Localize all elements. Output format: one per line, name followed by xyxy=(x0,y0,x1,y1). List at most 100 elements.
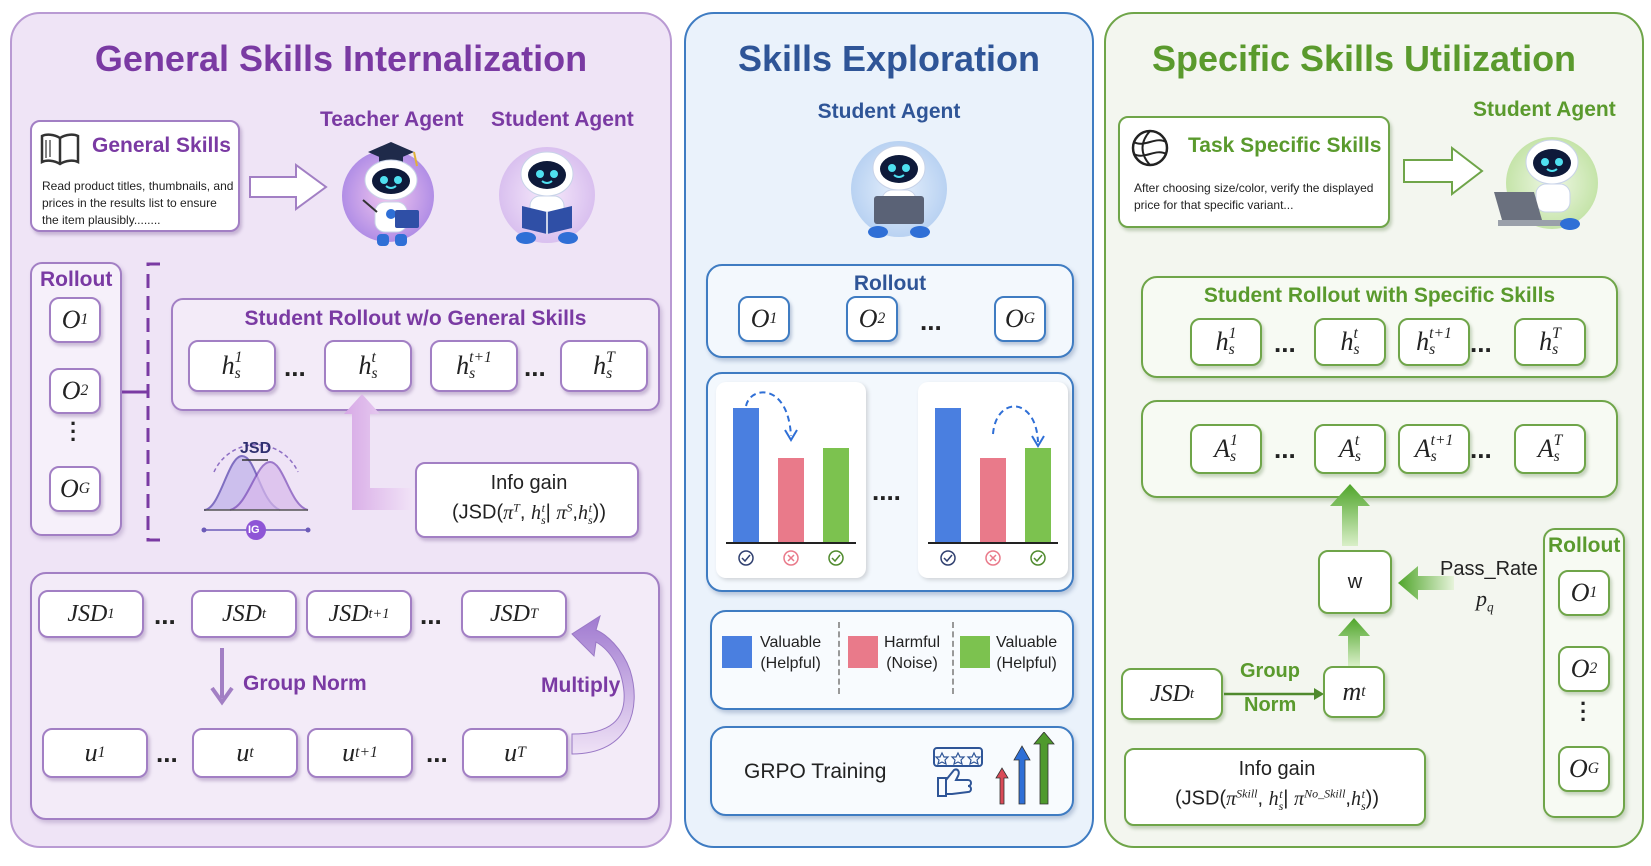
bar-harmful xyxy=(778,458,804,542)
ellipsis: ... xyxy=(920,306,942,336)
hollow-arrow-right-green xyxy=(1403,146,1484,196)
teacher-agent-label: Teacher Agent xyxy=(320,108,464,131)
w-box: w xyxy=(1318,550,1392,614)
ellipsis: ... xyxy=(156,738,178,768)
p2-rollout-label: Rollout xyxy=(853,272,927,295)
pass-rate-label: Pass_Rate xyxy=(1440,558,1538,580)
teacher-robot-icon xyxy=(342,142,434,246)
ellipsis: ... xyxy=(524,352,546,382)
group-norm-label: Group Norm xyxy=(243,672,367,695)
p3-rollout-vdots: ··· xyxy=(1580,691,1588,732)
general-skills-text: Read product titles, thumbnails, and pri… xyxy=(42,179,234,227)
bar-harmful xyxy=(980,458,1006,542)
growth-arrows-icon xyxy=(995,732,1055,805)
bar-valuable xyxy=(733,408,759,542)
multiply-label: Multiply xyxy=(541,674,621,697)
legend-label: Harmful(Noise) xyxy=(884,634,941,672)
p3-student-agent-label: Student Agent xyxy=(1473,98,1616,121)
legend-divider xyxy=(838,622,840,694)
student-robot-reading-icon xyxy=(499,147,595,244)
thumbs-up-rating-icon xyxy=(933,747,983,797)
ellipsis: ... xyxy=(1470,328,1492,358)
grpo-label: GRPO Training xyxy=(744,760,887,783)
up-arrow-to-advantage xyxy=(1330,484,1370,546)
bars-left-svg xyxy=(726,391,856,566)
book-icon xyxy=(40,133,80,166)
ellipsis: ... xyxy=(154,600,176,630)
norm-label: Norm xyxy=(1244,694,1297,716)
multiply-curved-arrow xyxy=(571,614,635,755)
group-label: Group xyxy=(1240,660,1300,682)
bar-valuable xyxy=(823,448,849,542)
p2-student-agent-label: Student Agent xyxy=(817,100,961,123)
bars-ellipsis: .... xyxy=(872,476,901,506)
legend-group xyxy=(710,610,1074,710)
left-arrow-pass-rate xyxy=(1398,566,1454,600)
ig-label: IG xyxy=(248,524,260,536)
bar-valuable xyxy=(935,408,961,542)
p1-rollout-label: Rollout xyxy=(40,268,113,291)
panel3-title: Specific Skills Utilization xyxy=(1151,38,1577,79)
pq-label: pq xyxy=(1476,586,1494,615)
ellipsis: ... xyxy=(1470,434,1492,464)
info-gain-title: Info gain xyxy=(490,472,568,494)
task-skills-text: After choosing size/color, verify the di… xyxy=(1134,181,1374,212)
ellipsis: ... xyxy=(420,600,442,630)
ellipsis: ... xyxy=(284,352,306,382)
ellipsis: ... xyxy=(1274,434,1296,464)
jsd-label: JSD xyxy=(240,440,272,457)
student-agent-label: Student Agent xyxy=(491,108,634,131)
legend-swatch xyxy=(960,636,990,668)
ellipsis: ... xyxy=(1274,328,1296,358)
legend-label: Valuable(Helpful) xyxy=(996,634,1058,672)
p3-info-gain-title: Info gain xyxy=(1238,758,1316,780)
legend-divider xyxy=(952,622,954,694)
panel1-title: General Skills Internalization xyxy=(94,38,588,79)
up-arrow-to-w xyxy=(1338,618,1370,666)
group-norm-arrow xyxy=(210,648,234,706)
ellipsis: ... xyxy=(426,738,448,768)
info-gain-arrow xyxy=(344,394,426,510)
legend-swatch xyxy=(848,636,878,668)
general-skills-title: General Skills xyxy=(92,134,231,157)
p1-rollout-vdots: ··· xyxy=(70,411,78,452)
general-skills-card: General Skills Read product titles, thum… xyxy=(30,120,240,232)
student-robot-computer-icon xyxy=(1494,137,1598,230)
panel2-title: Skills Exploration xyxy=(737,38,1041,79)
group-norm-arrow-right xyxy=(1224,688,1324,700)
rollout-bracket xyxy=(122,262,160,542)
jsd-distribution-icon xyxy=(201,444,311,540)
